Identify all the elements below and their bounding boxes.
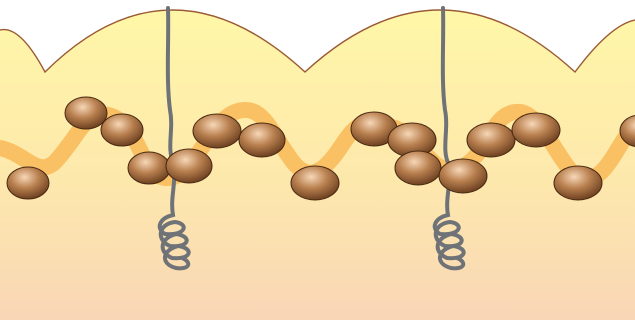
bead [128, 152, 170, 184]
bead [439, 159, 487, 193]
bead [239, 123, 285, 157]
bead [193, 114, 241, 148]
bead [7, 167, 49, 199]
bead [101, 114, 143, 146]
bead [467, 123, 515, 157]
bead [512, 113, 560, 147]
bead [395, 151, 441, 185]
bead [65, 97, 107, 129]
bead [166, 149, 212, 183]
bead [554, 166, 602, 200]
bead [291, 166, 339, 200]
